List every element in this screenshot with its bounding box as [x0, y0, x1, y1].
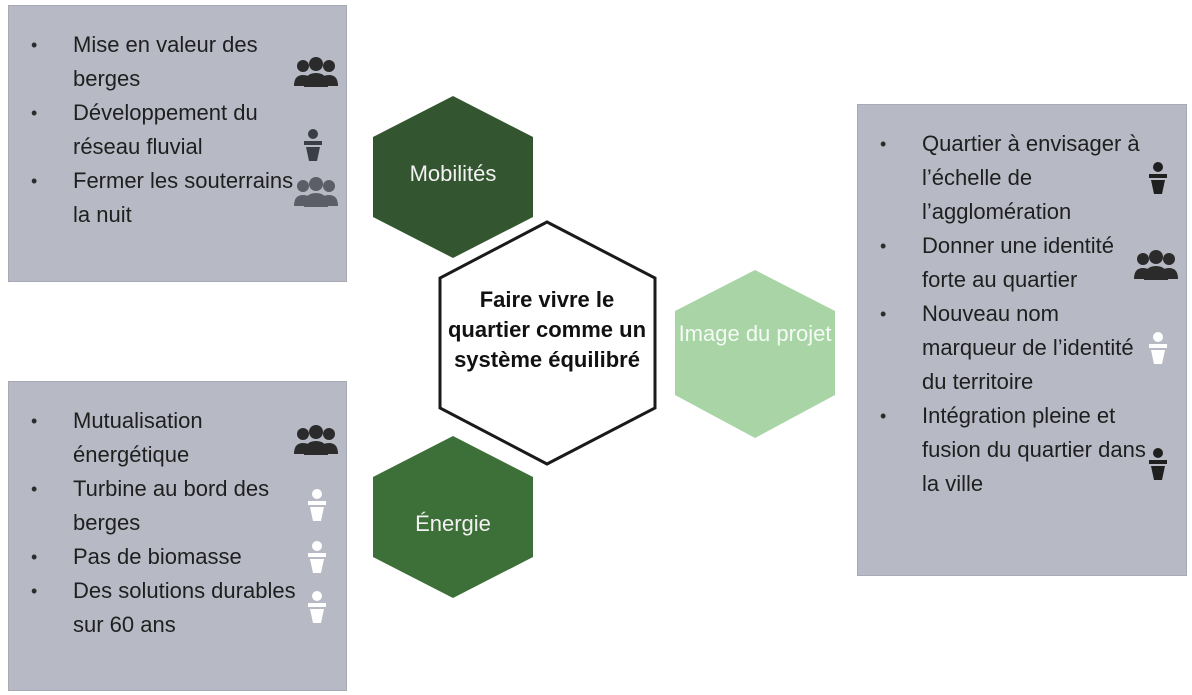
bullet: •	[31, 171, 38, 191]
speaker-podium-dark-icon	[304, 129, 322, 161]
list-item: • Fermer les souterrains la nuit	[9, 164, 346, 232]
list-item-text: Turbine au bord des berges	[73, 476, 270, 535]
hex-label-image: Image du projet	[678, 321, 832, 346]
list-item: • Donner une identité forte au quartier	[858, 229, 1186, 297]
speaker-podium-dark-icon	[1149, 448, 1167, 480]
list-item: • Des solutions durables sur 60 ans	[9, 574, 346, 642]
speaker-podium-white-icon	[1149, 332, 1167, 364]
list-item: • Quartier à envisager à l’échelle de l’…	[858, 127, 1186, 229]
speaker-podium-white-icon	[308, 489, 326, 521]
center-title: Faire vivre le quartier comme un système…	[447, 287, 647, 372]
list-item: • Pas de biomasse	[9, 540, 346, 574]
group-grey-icon	[294, 177, 338, 207]
hex-energie	[373, 436, 533, 598]
bullet: •	[880, 406, 887, 426]
hex-label-mobilites: Mobilités	[409, 161, 497, 186]
bullet: •	[31, 479, 38, 499]
bullet: •	[880, 134, 887, 154]
panel-mobilites: • Mise en valeur des berges • Développem…	[8, 5, 347, 282]
list-item: • Mise en valeur des berges	[9, 28, 346, 96]
list-item-text: Des solutions durables sur 60 ans	[73, 578, 296, 637]
hex-label-energie: Énergie	[415, 511, 491, 536]
list-item-text: Mise en valeur des berges	[73, 32, 258, 91]
bullet: •	[880, 304, 887, 324]
group-icon	[294, 57, 338, 87]
list-item-text: Fermer les souterrains la nuit	[73, 168, 294, 227]
list-item-text: Pas de biomasse	[73, 544, 242, 569]
panel-image-du-projet: • Quartier à envisager à l’échelle de l’…	[857, 104, 1187, 576]
list-item-text: Intégration pleine et fusion du quartier…	[922, 403, 1146, 496]
bullet: •	[31, 547, 38, 567]
bullet: •	[31, 411, 38, 431]
list-item-text: Donner une identité forte au quartier	[922, 233, 1115, 292]
bullet: •	[31, 581, 38, 601]
speaker-podium-white-icon	[308, 541, 326, 573]
list-item: • Intégration pleine et fusion du quarti…	[858, 399, 1186, 501]
list-item: • Développement du réseau fluvial	[9, 96, 346, 164]
list-item: • Turbine au bord des berges	[9, 472, 346, 540]
list-item: • Nouveau nom marqueur de l’identité du …	[858, 297, 1186, 399]
hex-image	[675, 270, 835, 438]
list-item-text: Mutualisation énergétique	[73, 408, 203, 467]
group-icon	[1134, 250, 1178, 280]
list-item-text: Nouveau nom marqueur de l’identité du te…	[922, 301, 1134, 394]
hex-center	[438, 220, 657, 466]
hex-mobilites	[373, 96, 533, 258]
bullet: •	[31, 103, 38, 123]
bullet: •	[31, 35, 38, 55]
list-item: • Mutualisation énergétique	[9, 404, 346, 472]
list-item-text: Quartier à envisager à l’échelle de l’ag…	[922, 131, 1140, 224]
panel-energie: • Mutualisation énergétique • Turbine au…	[8, 381, 347, 691]
bullet: •	[880, 236, 887, 256]
list-item-text: Développement du réseau fluvial	[73, 100, 258, 159]
speaker-podium-dark-icon	[1149, 162, 1167, 194]
group-icon	[294, 425, 338, 455]
speaker-podium-white-icon	[308, 591, 326, 623]
